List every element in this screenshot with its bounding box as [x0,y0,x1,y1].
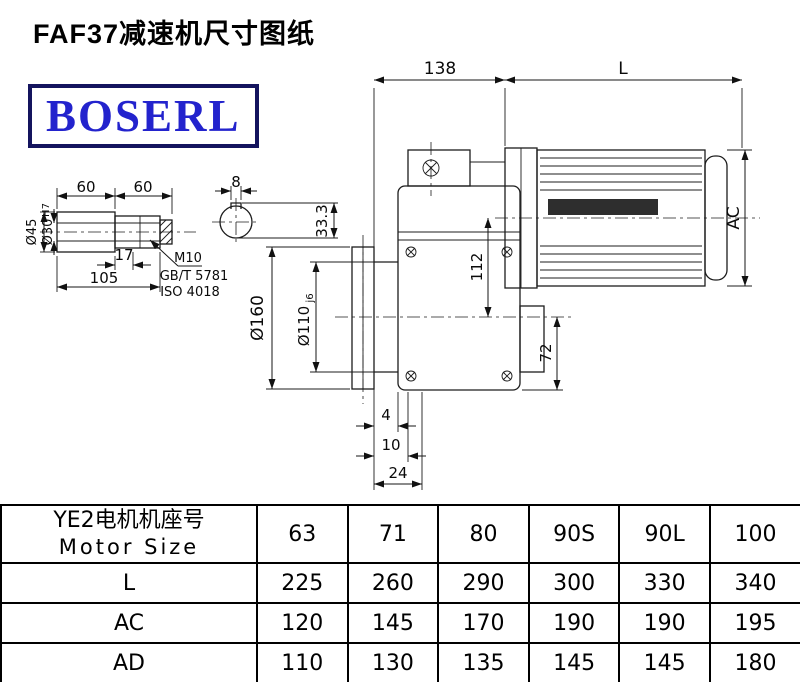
table-cell: 300 [527,562,621,604]
dim-phi110-label: Ø110 [295,306,313,346]
dim-112-label: 112 [468,253,486,282]
size-table: YE2电机机座号 Motor Size 63 71 80 90S 90L 100… [0,504,800,682]
table-row: L 225 260 290 300 330 340 [0,562,800,604]
dim-60-right-label: 60 [133,178,152,196]
output-flange [351,246,398,390]
table-cell: 110 [256,642,349,682]
dim-phi45-label: Ø45 [25,219,40,246]
motor-size-header-en: Motor Size [58,535,200,559]
motor-nameplate [548,199,658,215]
dim-AC-label: AC [724,206,744,229]
motor-size-header-cell: YE2电机机座号 Motor Size [0,504,258,564]
dim-105-label: 105 [90,269,119,287]
dim-33.3-label: 33.3 [313,204,331,237]
bolt-standard-label: GB/T 5781 [160,269,229,284]
dim-10-label: 10 [381,436,400,454]
shaft-detail [40,211,196,253]
table-row: AC 120 145 170 190 190 195 [0,602,800,644]
column-header: 100 [708,504,800,564]
motor [504,147,728,289]
bolt-spec-label: M10 [174,251,202,266]
motor-size-header-cn: YE2电机机座号 [53,508,205,533]
column-header: 80 [437,504,530,564]
table-cell: 145 [618,642,711,682]
dim-8-label: 8 [231,173,241,191]
assembly-dims: 138 L AC 112 72 Ø160 Ø110 j6 4 [248,59,752,490]
table-cell: 340 [708,562,800,604]
dim-L-label: L [618,59,628,79]
bolt-symbol [405,370,417,382]
bolt-iso-label: ISO 4018 [160,285,220,300]
dim-60-left-label: 60 [76,178,95,196]
table-cell: 170 [437,602,530,644]
row-label: AC [0,602,258,644]
fan-cover [704,155,728,281]
table-cell: 190 [618,602,711,644]
row-label: L [0,562,258,604]
page-title: FAF37减速机尺寸图纸 [33,19,316,49]
bolt-symbol [501,370,513,382]
table-cell: 290 [437,562,530,604]
table-cell: 190 [527,602,621,644]
dim-24-label: 24 [388,464,407,482]
table-cell: 145 [346,602,440,644]
dim-phi30-fit-label: H7 [41,203,52,217]
bolt-symbol [405,246,417,258]
row-label: AD [0,642,258,682]
column-header: 90L [618,504,711,564]
bolt-symbol [501,246,513,258]
dim-138-label: 138 [424,59,456,79]
dim-17-label: 17 [114,246,133,264]
table-cell: 135 [437,642,530,682]
column-header: 71 [346,504,440,564]
table-cell: 130 [346,642,440,682]
dim-4-label: 4 [381,406,391,424]
dim-phi110-fit-label: j6 [305,293,316,303]
bolt-symbol [422,159,440,177]
brand-logo-text: BOSERL [46,90,241,141]
brand-logo-box: BOSERL [28,84,259,148]
dim-phi160-label: Ø160 [248,295,268,341]
table-cell: 225 [256,562,349,604]
table-cell: 330 [618,562,711,604]
shaft-section-circle [219,205,253,239]
table-row: AD 110 130 135 145 145 180 [0,642,800,682]
column-header: 63 [256,504,349,564]
table-cell: 145 [527,642,621,682]
shaft-detail-dims: 60 60 Ø45 Ø30 H7 17 105 M10 GB/T 5781 IS… [25,178,228,300]
shaft-section-detail: 8 33.3 [212,173,338,246]
table-cell: 195 [708,602,800,644]
table-cell: 180 [708,642,800,682]
dim-phi30-label: Ø30 [41,219,56,246]
reducer-assembly-view [335,142,760,404]
dimension-drawing: 60 60 Ø45 Ø30 H7 17 105 M10 GB/T 5781 IS… [25,59,760,490]
table-cell: 260 [346,562,440,604]
table-cell: 120 [256,602,349,644]
keyway [230,202,242,209]
dim-72-label: 72 [537,343,555,362]
column-header: 90S [527,504,621,564]
